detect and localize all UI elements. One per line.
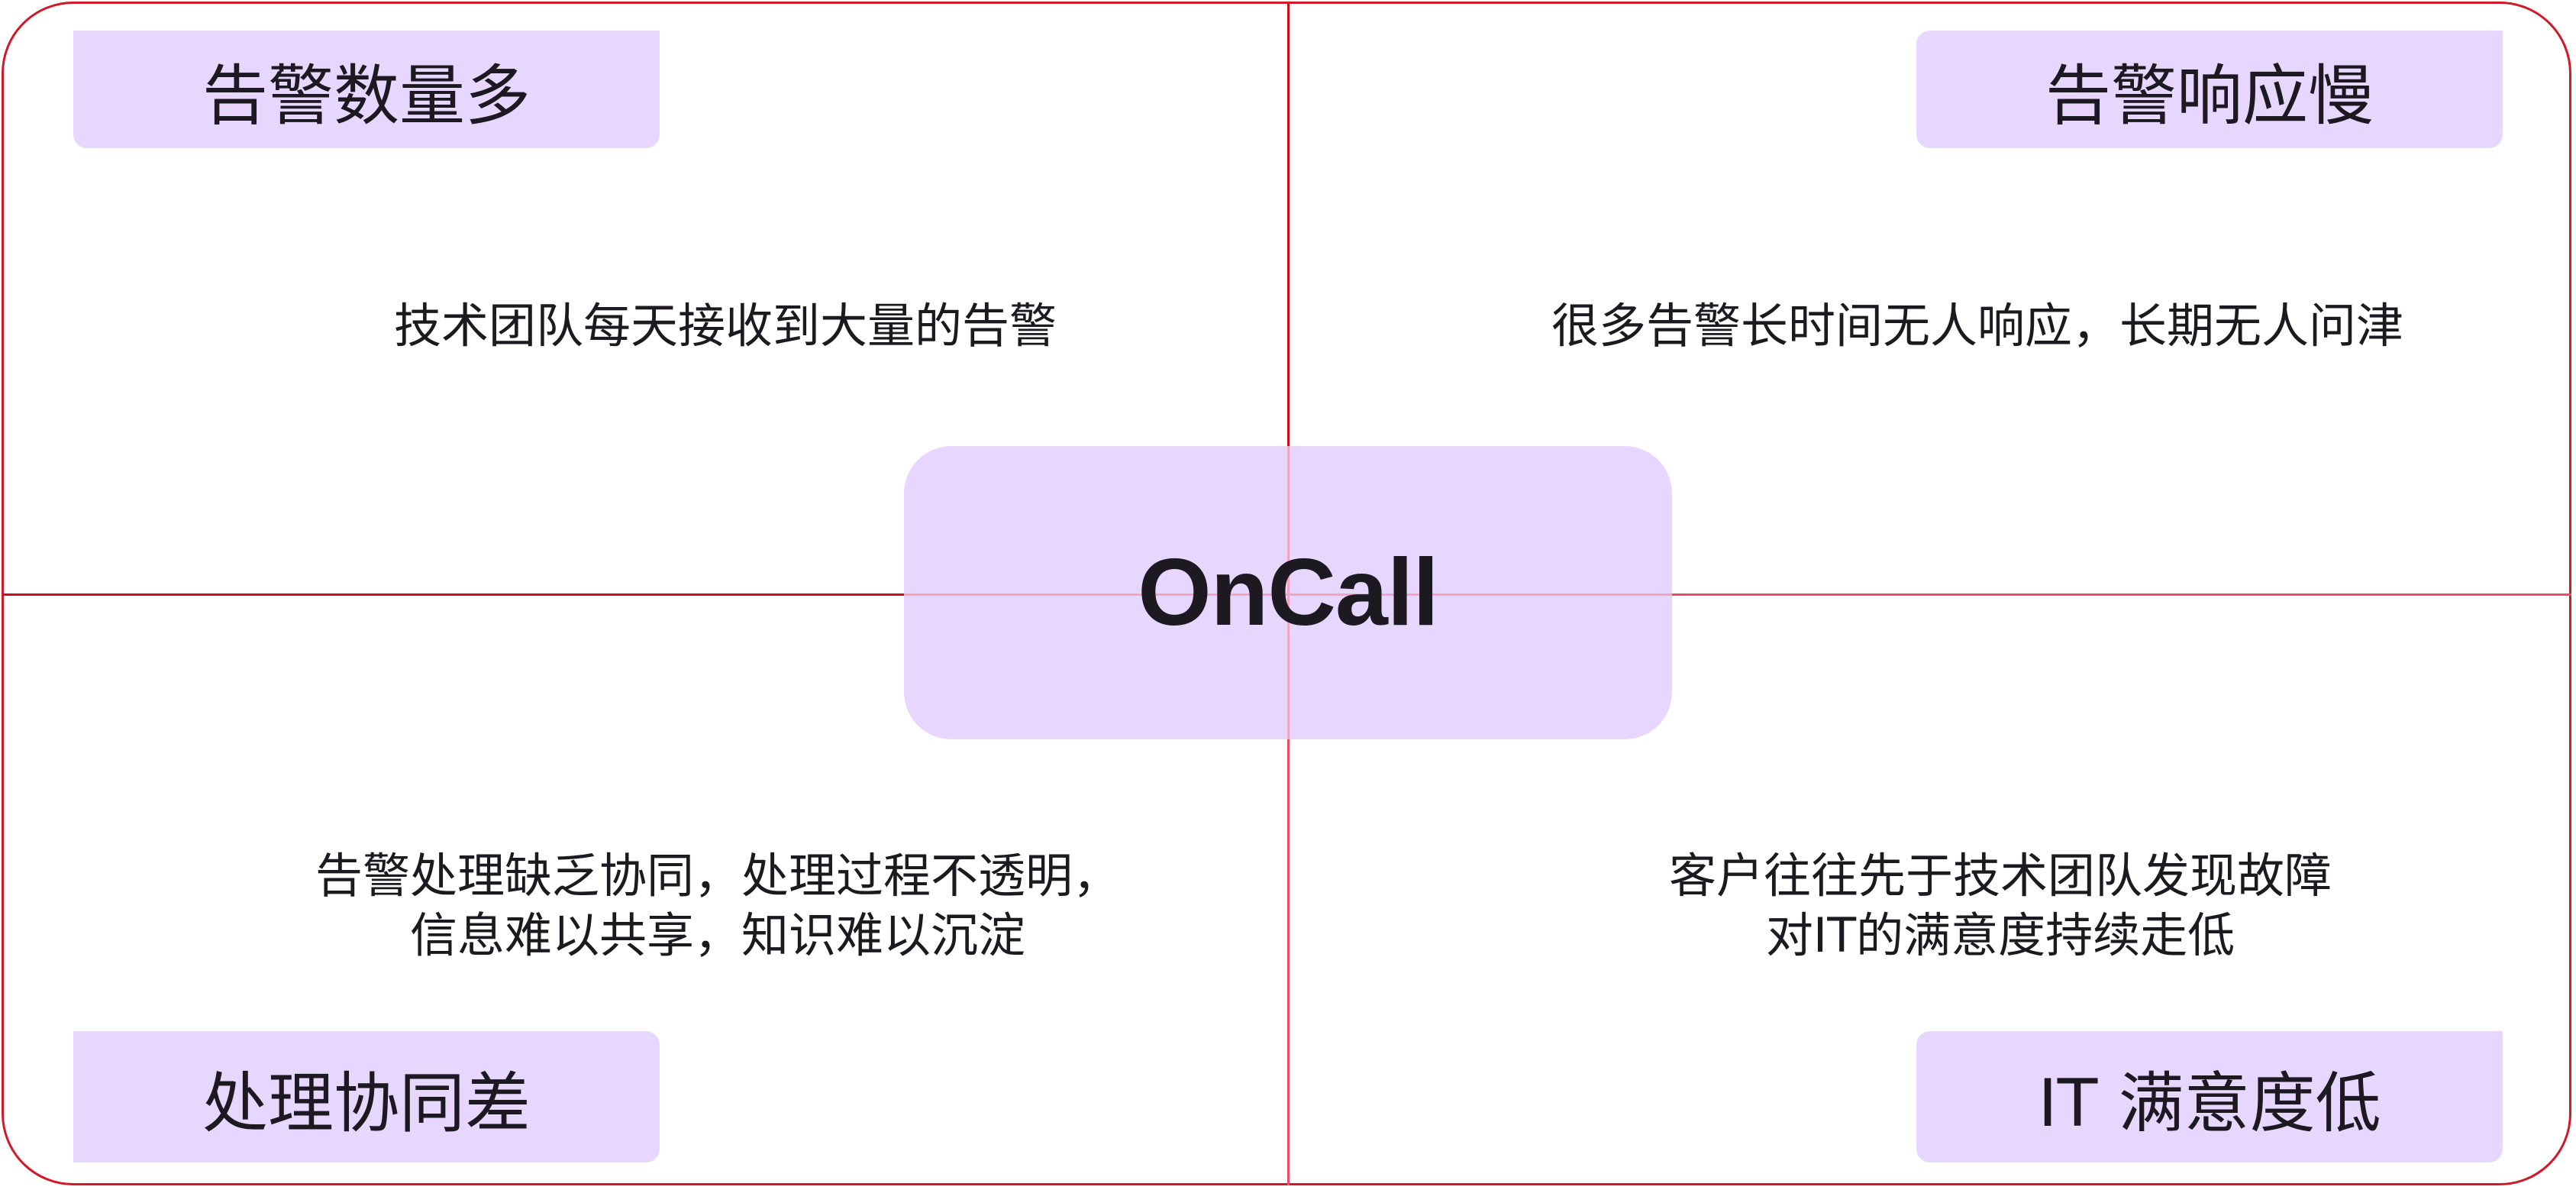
divider-horizontal-left [3, 593, 904, 596]
description-line: 告警处理缺乏协同，处理过程不透明， [315, 848, 1120, 904]
quadrant-title-top-right: 告警响应慢 [1916, 31, 2503, 148]
center-label: OnCall [1138, 540, 1439, 645]
quadrant-description-top-right: 很多告警长时间无人响应，长期无人问津 [1504, 296, 2451, 356]
divider-horizontal-right [1672, 593, 2571, 596]
quadrant-title-bottom-left: 处理协同差 [73, 1031, 660, 1163]
quadrant-title-top-left: 告警数量多 [73, 31, 660, 148]
description-line: 信息难以共享，知识难以沉淀 [409, 907, 1025, 963]
quadrant-description-bottom-left: 告警处理缺乏协同，处理过程不透明， 信息难以共享，知识难以沉淀 [275, 846, 1160, 965]
divider-vertical-top [1287, 3, 1290, 446]
center-node: OnCall [904, 446, 1672, 739]
center-divider-horizontal [904, 593, 1672, 596]
description-line: 客户往往先于技术团队发现故障 [1668, 848, 2332, 904]
center-divider-vertical [1287, 446, 1290, 739]
quadrant-description-bottom-right: 客户往往先于技术团队发现故障 对IT的满意度持续走低 [1588, 846, 2413, 965]
quadrant-title-bottom-right: IT 满意度低 [1916, 1031, 2503, 1163]
quadrant-title-text: 告警数量多 [202, 57, 531, 134]
divider-vertical-bottom [1287, 739, 1290, 1185]
description-line: 技术团队每天接收到大量的告警 [393, 298, 1057, 354]
quadrant-title-text: 处理协同差 [202, 1065, 531, 1142]
description-line: 很多告警长时间无人响应，长期无人问津 [1551, 298, 2403, 354]
quadrant-description-top-left: 技术团队每天接收到大量的告警 [321, 296, 1130, 356]
quadrant-title-text: IT 满意度低 [2038, 1065, 2381, 1142]
quadrant-title-text: 告警响应慢 [2045, 57, 2374, 134]
description-line: 对IT的满意度持续走低 [1765, 907, 2235, 963]
